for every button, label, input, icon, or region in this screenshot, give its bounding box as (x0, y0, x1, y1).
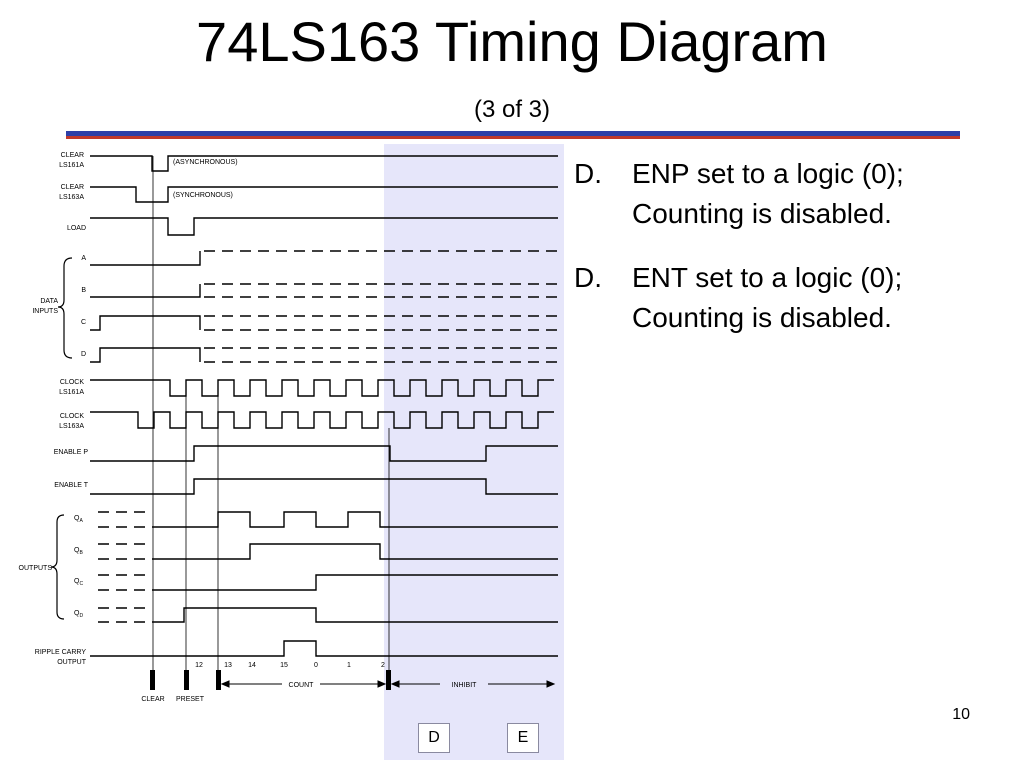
wave-ripple-carry (90, 640, 558, 657)
label-input-c: C (81, 319, 86, 326)
data-inputs-brace (57, 257, 73, 359)
wave-input-c (90, 315, 201, 331)
wave-input-d (90, 347, 201, 363)
annotation-synchronous: (SYNCHRONOUS) (173, 192, 233, 199)
slide-title: 74LS163 Timing Diagram (196, 10, 828, 73)
label-qa: QA (74, 515, 83, 524)
label-box-d: D (418, 723, 450, 753)
wave-clear-161 (90, 155, 558, 172)
annotation-asynchronous: (ASYNCHRONOUS) (173, 159, 238, 166)
label-qb: QB (74, 547, 83, 556)
count-12: 12 (195, 662, 203, 669)
label-input-d: D (81, 351, 86, 358)
wave-qc (152, 574, 558, 591)
label-ripple-line1: RIPPLE CARRY (35, 649, 87, 656)
label-input-b: B (81, 287, 86, 294)
label-load: LOAD (67, 225, 86, 232)
label-qc: QC (74, 578, 83, 587)
count-14: 14 (248, 662, 256, 669)
page-number: 10 (952, 706, 970, 723)
phase-count-label: COUNT (289, 682, 315, 689)
count-2: 2 (381, 662, 385, 669)
bullet-letter: D. (574, 158, 602, 189)
label-outputs: OUTPUTS (19, 565, 53, 572)
wave-enable-t (90, 478, 558, 495)
marker-clear (150, 670, 155, 690)
marker-inhibit (386, 670, 391, 690)
inhibit-arrowhead-left (390, 680, 400, 688)
label-data-inputs-line1: DATA (40, 298, 58, 305)
wave-qb (152, 543, 558, 560)
phase-clear-label: CLEAR (141, 696, 164, 703)
wave-qd (152, 607, 558, 623)
label-box-e: E (507, 723, 539, 753)
label-input-a: A (81, 255, 86, 262)
count-15: 15 (280, 662, 288, 669)
bullet-letter: D. (574, 262, 602, 293)
label-clear-163-line2: LS163A (59, 194, 84, 201)
title-rule-red (66, 136, 960, 139)
label-data-inputs-line2: INPUTS (32, 308, 58, 315)
count-13: 13 (224, 662, 232, 669)
label-clear-163-line1: CLEAR (61, 184, 84, 191)
bullet-enp: D. ENP set to a logic (0); Counting is d… (574, 154, 994, 234)
phase-preset-label: PRESET (176, 696, 205, 703)
wave-clear-163 (90, 186, 558, 203)
count-1: 1 (347, 662, 351, 669)
count-arrowhead-right (377, 680, 387, 688)
bullet-text: ENP set to a logic (0); Counting is disa… (632, 158, 904, 229)
label-clear-161-line1: CLEAR (61, 152, 84, 159)
inhibit-highlight-band (384, 144, 564, 760)
wave-input-b (90, 284, 201, 298)
bullet-list: D. ENP set to a logic (0); Counting is d… (574, 154, 994, 362)
label-enable-p: ENABLE P (54, 449, 89, 456)
label-ripple-line2: OUTPUT (57, 659, 87, 666)
wave-clock-163 (90, 411, 554, 429)
label-clock-163-line2: LS163A (59, 423, 84, 430)
wave-load (90, 217, 558, 236)
wave-enable-p (90, 445, 558, 462)
outputs-brace (50, 514, 65, 620)
wave-clock-161 (90, 379, 554, 397)
label-clear-161-line2: LS161A (59, 162, 84, 169)
slide-subtitle: (3 of 3) (473, 96, 551, 123)
count-0: 0 (314, 662, 318, 669)
title-rule-blue (66, 131, 960, 136)
wave-qa (152, 511, 558, 528)
marker-preset (184, 670, 189, 690)
marker-count-start (216, 670, 221, 690)
inhibit-arrowhead-right (546, 680, 556, 688)
wave-input-a (90, 251, 201, 266)
label-qd: QD (74, 610, 83, 619)
label-clock-161-line2: LS161A (59, 389, 84, 396)
label-clock-163-line1: CLOCK (60, 413, 84, 420)
phase-inhibit-label: INHIBIT (452, 682, 478, 689)
count-arrowhead-left (220, 680, 230, 688)
label-clock-161-line1: CLOCK (60, 379, 84, 386)
bullet-text: ENT set to a logic (0); Counting is disa… (632, 262, 903, 333)
label-enable-t: ENABLE T (54, 482, 88, 489)
bullet-ent: D. ENT set to a logic (0); Counting is d… (574, 258, 994, 338)
